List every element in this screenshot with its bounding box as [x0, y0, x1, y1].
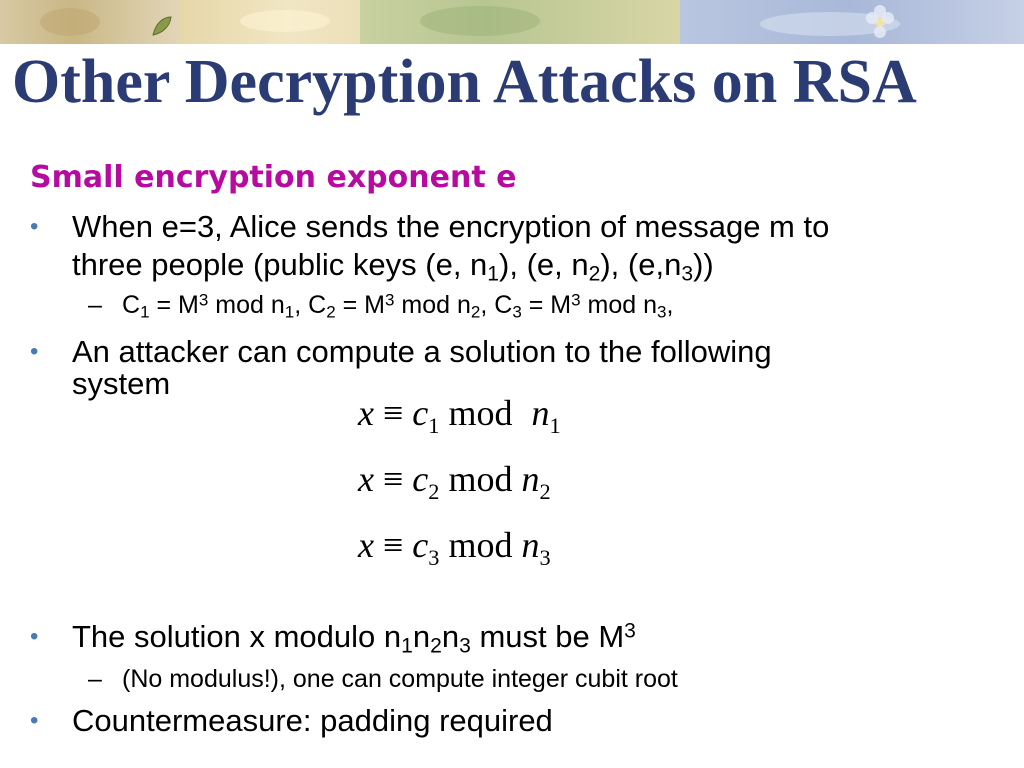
section-subheading: Small encryption exponent e [30, 160, 517, 195]
dash-marker: – [88, 665, 102, 693]
subbullet-cube-root: – (No modulus!), one can compute integer… [88, 665, 678, 693]
bullet-marker: • [30, 213, 39, 240]
bullet-attacker-system: • An attacker can compute a solution to … [30, 333, 1022, 403]
bullet-text-line: An attacker can compute a solution to th… [72, 334, 772, 369]
bullet-solution-modulo: • The solution x modulo n1n2n3 must be M… [30, 618, 1022, 658]
banner-texture [40, 8, 100, 36]
dash-marker: – [88, 291, 102, 319]
bullet-alice-sends: • When e=3, Alice sends the encryption o… [30, 208, 1022, 286]
slide-title: Other Decryption Attacks on RSA [12, 48, 917, 116]
subbullet-ciphertexts: – C1 = M3 mod n1, C2 = M3 mod n2, C3 = M… [88, 290, 674, 322]
congruence-equation-1: x ≡ c1 mod n1 [358, 393, 561, 438]
bullet-text-line: system [72, 366, 171, 401]
leaf-icon [152, 16, 172, 36]
bullet-marker: • [30, 707, 39, 734]
bullet-text-line: When e=3, Alice sends the encryption of … [72, 209, 830, 244]
bullet-countermeasure: • Countermeasure: padding required [30, 702, 1022, 740]
bullet-text-line: The solution x modulo n1n2n3 must be M3 [72, 619, 636, 658]
bullet-text-line: three people (public keys (e, n1), (e, n… [72, 247, 714, 286]
banner-texture [240, 10, 330, 32]
header-banner [0, 0, 1024, 44]
congruence-equation-2: x ≡ c2 mod n2 [358, 459, 551, 504]
bullet-marker: • [30, 338, 39, 365]
flower-icon [866, 5, 894, 38]
bullet-marker: • [30, 623, 39, 650]
bullet-text-line: Countermeasure: padding required [72, 703, 553, 738]
congruence-equation-3: x ≡ c3 mod n3 [358, 525, 551, 570]
banner-texture [420, 6, 540, 36]
